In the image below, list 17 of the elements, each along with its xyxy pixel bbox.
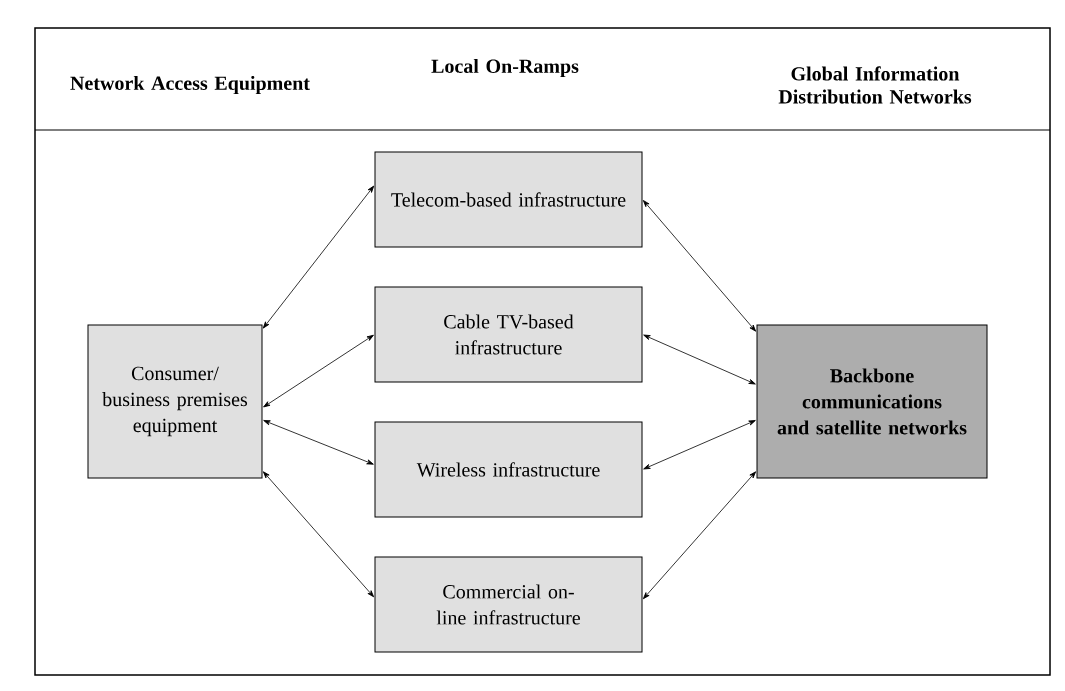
process-box: Commercial on-line infrastructure [374, 556, 643, 653]
arrow [262, 185, 375, 329]
arrow [643, 334, 756, 385]
process-box: Consumer/ business premises equipment [87, 324, 263, 479]
arrow [262, 471, 375, 598]
process-box: Wireless infrastructure [374, 421, 643, 518]
process-box: Backbone communications and satellite networks [756, 324, 988, 479]
arrow [642, 200, 757, 332]
column-heading: Network Access Equipment [70, 75, 310, 95]
arrow [642, 471, 757, 600]
arrow [263, 420, 374, 465]
column-heading: Local On-Ramps [431, 58, 579, 78]
arrow [263, 334, 374, 408]
process-box: Cable TV-based infrastructure [374, 286, 643, 383]
process-box: Telecom-based infrastructure [374, 151, 643, 248]
arrow [643, 420, 756, 470]
column-heading: Global Information Distribution Networks [778, 66, 972, 104]
